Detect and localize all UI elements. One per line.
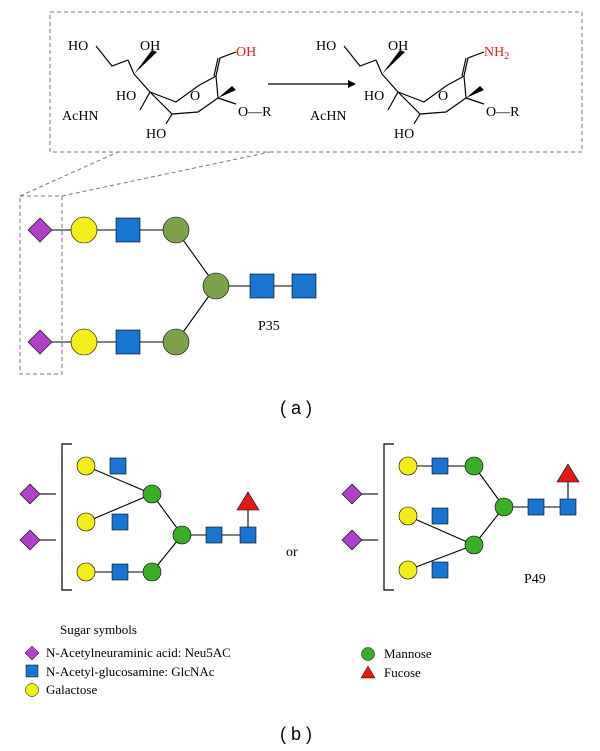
zoom-connector-right	[61, 151, 271, 197]
neu5ac-diamond-symbol	[19, 483, 41, 505]
galactose-circle-symbol	[398, 560, 418, 580]
legend-fucose-triangle-symbol	[360, 665, 376, 679]
neu5ac-diamond-symbol	[19, 529, 41, 551]
sialic-acid-highlight-frame	[19, 195, 63, 375]
panel-b-label: ( b )	[280, 724, 312, 744]
galactose-circle-symbol	[398, 456, 418, 476]
sugar-legend: Sugar symbols N-Acetylneuraminic acid: N…	[24, 622, 432, 697]
oh-top-label-2: OH	[388, 39, 408, 54]
glcnac-square-symbol	[115, 329, 141, 355]
or-text: or	[286, 545, 298, 560]
ring-oxygen-label: O	[190, 89, 200, 104]
amide-nh2-label: NH2	[484, 45, 509, 62]
mannose-circle-symbol	[162, 216, 190, 244]
mannose-core-circle-symbol	[202, 272, 230, 300]
glcnac-square-symbol	[431, 561, 449, 579]
legend-galactose-circle-symbol	[25, 683, 39, 697]
galactose-circle-symbol	[398, 506, 418, 526]
zoom-connector-left	[19, 151, 119, 197]
galactose-circle-symbol	[76, 456, 96, 476]
legend-mannose-circle-symbol	[361, 647, 375, 661]
mannose-circle-symbol	[464, 535, 484, 555]
fucose-triangle-symbol	[236, 491, 260, 511]
glycan-b-left	[19, 443, 260, 591]
p35-label: P35	[258, 319, 280, 334]
achn-label-2: AcHN	[310, 109, 347, 124]
glycan-b-right: P49	[341, 443, 580, 591]
left-bracket	[383, 443, 394, 591]
ho-mid-label-2: HO	[364, 89, 384, 104]
glcnac-square-symbol	[205, 526, 223, 544]
neu5ac-diamond-symbol	[27, 217, 53, 243]
legend-neu5ac-label: N-Acetylneuraminic acid: Neu5AC	[46, 645, 231, 660]
mannose-circle-symbol	[464, 456, 484, 476]
glcnac-square-symbol	[239, 526, 257, 544]
reaction-dashed-frame	[49, 11, 583, 153]
legend-glcnac-square-symbol	[25, 664, 39, 678]
glcnac-square-symbol	[115, 217, 141, 243]
oh-top-label: OH	[140, 39, 160, 54]
ho-top-label-2: HO	[316, 39, 336, 54]
legend-fucose-label: Fucose	[384, 665, 421, 680]
glycan-p35: P35	[19, 195, 317, 375]
mannose-circle-symbol	[142, 484, 162, 504]
galactose-circle-symbol	[76, 512, 96, 532]
glcnac-square-symbol	[431, 507, 449, 525]
galactose-circle-symbol	[70, 216, 98, 244]
legend-glcnac-label: N-Acetyl-glucosamine: GlcNAc	[46, 664, 215, 679]
neu5ac-diamond-symbol	[341, 483, 363, 505]
p49-label: P49	[524, 572, 546, 587]
neu5ac-amide-structure: HO OH NH2 AcHN HO HO O O—R	[310, 39, 520, 142]
galactose-circle-symbol	[76, 562, 96, 582]
glcnac-square-symbol	[291, 273, 317, 299]
legend-mannose-label: Mannose	[384, 646, 432, 661]
neu5ac-diamond-symbol	[27, 329, 53, 355]
fucose-triangle-symbol	[556, 463, 580, 483]
ho-top-label: HO	[68, 39, 88, 54]
o-r-label: O—R	[238, 105, 272, 120]
achn-label: AcHN	[62, 109, 99, 124]
left-bracket	[61, 443, 72, 591]
carboxyl-oh-label: OH	[236, 45, 256, 60]
mannose-circle-symbol	[142, 562, 162, 582]
ho-bottom-label: HO	[146, 127, 166, 142]
neu5ac-diamond-symbol	[341, 529, 363, 551]
o-r-label-2: O—R	[486, 105, 520, 120]
reaction-box	[19, 11, 583, 197]
galactose-circle-symbol	[70, 328, 98, 356]
glcnac-square-symbol	[249, 273, 275, 299]
panel-a-label: ( a )	[280, 398, 312, 418]
neu5ac-structure: HO OH OH AcHN HO HO O O—R	[62, 39, 272, 142]
legend-neu5ac-diamond-symbol	[24, 645, 40, 661]
ho-mid-label: HO	[116, 89, 136, 104]
glcnac-square-symbol	[559, 498, 577, 516]
glcnac-square-symbol	[431, 457, 449, 475]
glcnac-square-symbol	[527, 498, 545, 516]
glcnac-square-symbol	[111, 513, 129, 531]
ring-oxygen-label-2: O	[438, 89, 448, 104]
glcnac-square-symbol	[111, 563, 129, 581]
mannose-circle-symbol	[162, 328, 190, 356]
mannose-core-circle-symbol	[494, 497, 514, 517]
glcnac-square-symbol	[109, 457, 127, 475]
legend-galactose-label: Galactose	[46, 682, 97, 697]
reaction-arrow	[268, 80, 356, 88]
ho-bottom-label-2: HO	[394, 127, 414, 142]
legend-title: Sugar symbols	[60, 622, 137, 637]
mannose-core-circle-symbol	[172, 525, 192, 545]
